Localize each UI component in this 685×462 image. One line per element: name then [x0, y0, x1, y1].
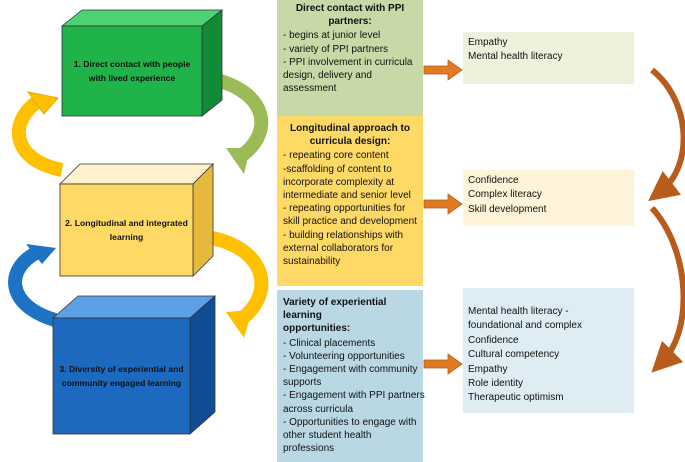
cube-1-label-line-2: with lived experience — [88, 73, 176, 83]
arrow-panel2-to-outcome2 — [423, 193, 463, 215]
panel-2-item: incorporate complexity at — [283, 176, 395, 188]
panel-1-title: Direct contact with PPI partners: — [283, 2, 417, 28]
panel-3-title: Variety of experiential learning opportu… — [283, 296, 417, 336]
cycle-arrow-green-right — [206, 71, 269, 174]
panel-2-item: intermediate and senior level — [283, 190, 411, 202]
panel-3-item: professions — [283, 443, 335, 455]
outcome-box-2: Confidence Complex literacy Skill develo… — [463, 170, 634, 226]
outcome-3-item: Mental health literacy - — [468, 306, 569, 317]
cube-3-label: 3. Diversity of experiential and communi… — [53, 318, 190, 434]
panel-experiential: Variety of experiential learning opportu… — [277, 290, 425, 462]
panel-1-title-line-1: Direct contact with PPI — [295, 3, 405, 14]
panel-3-item: - Opportunities to engage with — [283, 416, 417, 428]
cube-2-label-line-2: learning — [109, 232, 144, 242]
curve-outcome2-to-outcome3 — [649, 205, 685, 373]
outcome-3-item: Therapeutic optimism — [468, 392, 564, 404]
panel-1-item: - variety of PPI partners — [283, 43, 389, 55]
cycle-arrow-yellow-left — [11, 91, 64, 177]
curve-outcome1-to-outcome2 — [648, 67, 685, 202]
panel-2-item: sustainability — [283, 256, 341, 268]
panel-1-title-line-2: partners: — [328, 16, 372, 28]
panel-3-item: across curricula — [283, 403, 354, 415]
outcome-3-item: foundational and complex — [468, 320, 582, 332]
arrow-panel3-to-outcome3 — [423, 353, 463, 375]
outcome-2-item: Complex literacy — [468, 189, 542, 201]
cube-1-label: 1. Direct contact with people with lived… — [62, 26, 202, 116]
outcome-3-item: Role identity — [468, 378, 524, 390]
outcome-1-item: Mental health literacy — [468, 51, 563, 63]
outcome-box-3: Mental health literacy - foundational an… — [463, 288, 634, 413]
cube-1 — [60, 9, 224, 117]
outcome-box-1: Empathy Mental health literacy — [463, 32, 634, 84]
panel-3-item: - Engagement with community — [283, 364, 418, 376]
cube-3-label-line-1: 3. Diversity of experiential and — [59, 364, 184, 374]
cube-1-label-line-1: 1. Direct contact with people — [73, 59, 191, 69]
panel-2-title: Longitudinal approach to curricula desig… — [283, 122, 417, 148]
panel-3-title-line-2: opportunities: — [283, 323, 351, 335]
outcome-3-item: Empathy — [468, 363, 508, 375]
panel-longitudinal: Longitudinal approach to curricula desig… — [277, 116, 423, 286]
outcome-1-item: Empathy — [468, 37, 508, 48]
panel-1-item: - PPI involvement in curricula — [283, 56, 413, 68]
panel-direct-contact: Direct contact with PPI partners: - begi… — [277, 0, 423, 116]
panel-3-item: - Clinical placements — [283, 337, 376, 349]
panel-1-item: - begins at junior level — [283, 30, 381, 42]
panel-2-item: external collaborators for — [283, 242, 394, 254]
panel-1-item: design, delivery and — [283, 70, 372, 82]
panel-2-item: - building relationships with — [283, 229, 404, 241]
panel-1-item: assessment — [283, 83, 337, 95]
cube-2 — [59, 163, 214, 277]
outcome-3-item: Cultural competency — [468, 349, 560, 361]
outcome-3-item: Confidence — [468, 334, 519, 346]
panel-3-item: other student health — [283, 430, 372, 442]
cube-2-label: 2. Longitudinal and integrated learning — [60, 184, 193, 276]
cube-3-label-line-2: community engaged learning — [61, 378, 182, 388]
panel-2-title-line-2: curricula design: — [309, 136, 391, 148]
panel-3-item: - Engagement with PPI partners — [283, 390, 425, 402]
panel-2-title-line-1: Longitudinal approach to — [290, 123, 410, 134]
cycle-arrow-yellow-right — [210, 231, 269, 338]
panel-3-item: supports — [283, 377, 322, 389]
panel-2-item: skill practice and development — [283, 216, 417, 228]
cycle-arrow-blue-left — [8, 244, 58, 327]
panel-3-item: - Volunteering opportunities — [283, 350, 405, 362]
panel-2-item: -scaffolding of content to — [283, 163, 392, 175]
cube-3 — [51, 295, 217, 435]
arrow-panel1-to-outcome1 — [423, 59, 463, 81]
outcome-2-item: Skill development — [468, 203, 547, 215]
panel-2-item: - repeating opportunities for — [283, 203, 406, 215]
panel-2-item: - repeating core content — [283, 150, 389, 162]
panel-3-title-line-1: Variety of experiential learning — [283, 297, 387, 322]
cube-2-label-line-1: 2. Longitudinal and integrated — [65, 218, 188, 228]
outcome-2-item: Confidence — [468, 175, 519, 186]
